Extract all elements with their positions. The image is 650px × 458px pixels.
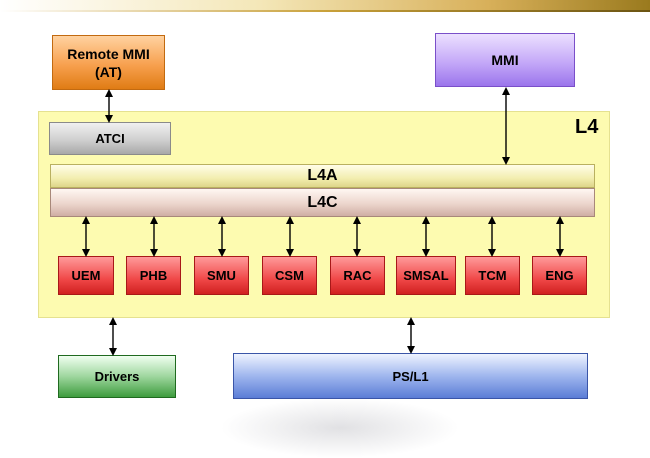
module-label: TCM: [478, 268, 507, 283]
module-smsal: SMSAL: [396, 256, 456, 295]
atci-node: ATCI: [49, 122, 171, 155]
ps-l1-label: PS/L1: [392, 368, 429, 384]
module-rac: RAC: [330, 256, 385, 295]
module-phb: PHB: [126, 256, 181, 295]
l4a-layer: L4A: [50, 164, 595, 188]
remote-mmi-label: Remote MMI (AT): [67, 45, 150, 80]
module-uem: UEM: [58, 256, 114, 295]
module-smu: SMU: [194, 256, 249, 295]
atci-label: ATCI: [95, 131, 125, 146]
module-label: SMU: [207, 268, 236, 283]
module-label: SMSAL: [403, 268, 449, 283]
module-label: CSM: [275, 268, 304, 283]
remote-mmi-node: Remote MMI (AT): [52, 35, 165, 90]
module-tcm: TCM: [465, 256, 520, 295]
module-label: ENG: [545, 268, 574, 283]
footer-glow: [220, 398, 460, 458]
l4-label: L4: [575, 116, 599, 138]
module-label: PHB: [139, 268, 168, 283]
l4a-label: L4A: [307, 167, 338, 184]
mmi-label: MMI: [491, 52, 519, 68]
module-eng: ENG: [532, 256, 587, 295]
module-label: UEM: [71, 268, 101, 283]
ps-l1-node: PS/L1: [233, 353, 588, 399]
module-label: RAC: [343, 268, 372, 283]
drivers-label: Drivers: [94, 369, 140, 384]
module-csm: CSM: [262, 256, 317, 295]
l4c-label: L4C: [307, 193, 338, 211]
header-accent-bar: [0, 0, 650, 12]
drivers-node: Drivers: [58, 355, 176, 398]
l4c-layer: L4C: [50, 188, 595, 217]
mmi-node: MMI: [435, 33, 575, 87]
